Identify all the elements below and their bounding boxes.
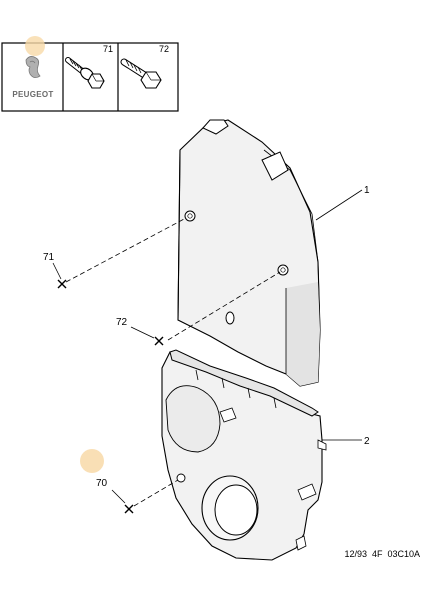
marker-70: [124, 504, 134, 514]
bolt-72-icon: 72: [120, 44, 169, 89]
fastener-axis-lines: [65, 217, 281, 507]
callout-72: 72: [116, 317, 128, 328]
leader-lines: [52, 189, 363, 504]
callout-71: 71: [43, 252, 55, 263]
brand-name: PEUGEOT: [12, 90, 53, 99]
cell-72-number: 72: [159, 44, 169, 54]
screw-markers: [57, 279, 164, 514]
upper-timing-cover: [177, 119, 321, 387]
screw-71-icon: 71: [65, 44, 113, 89]
callout-2: 2: [364, 436, 370, 447]
cell-71-number: 71: [103, 44, 113, 54]
callout-1: 1: [364, 185, 370, 196]
accent-dot-bottom: [80, 449, 104, 473]
parts-header-table: PEUGEOT 71 72: [1, 36, 179, 112]
marker-72: [154, 336, 164, 346]
callout-70: 70: [96, 478, 108, 489]
lower-timing-cover: [161, 349, 327, 561]
accent-dot-top: [25, 36, 45, 56]
marker-71: [57, 279, 67, 289]
peugeot-logo: PEUGEOT: [12, 56, 53, 99]
reference-code: 12/93 4F 03C10A: [344, 549, 420, 559]
